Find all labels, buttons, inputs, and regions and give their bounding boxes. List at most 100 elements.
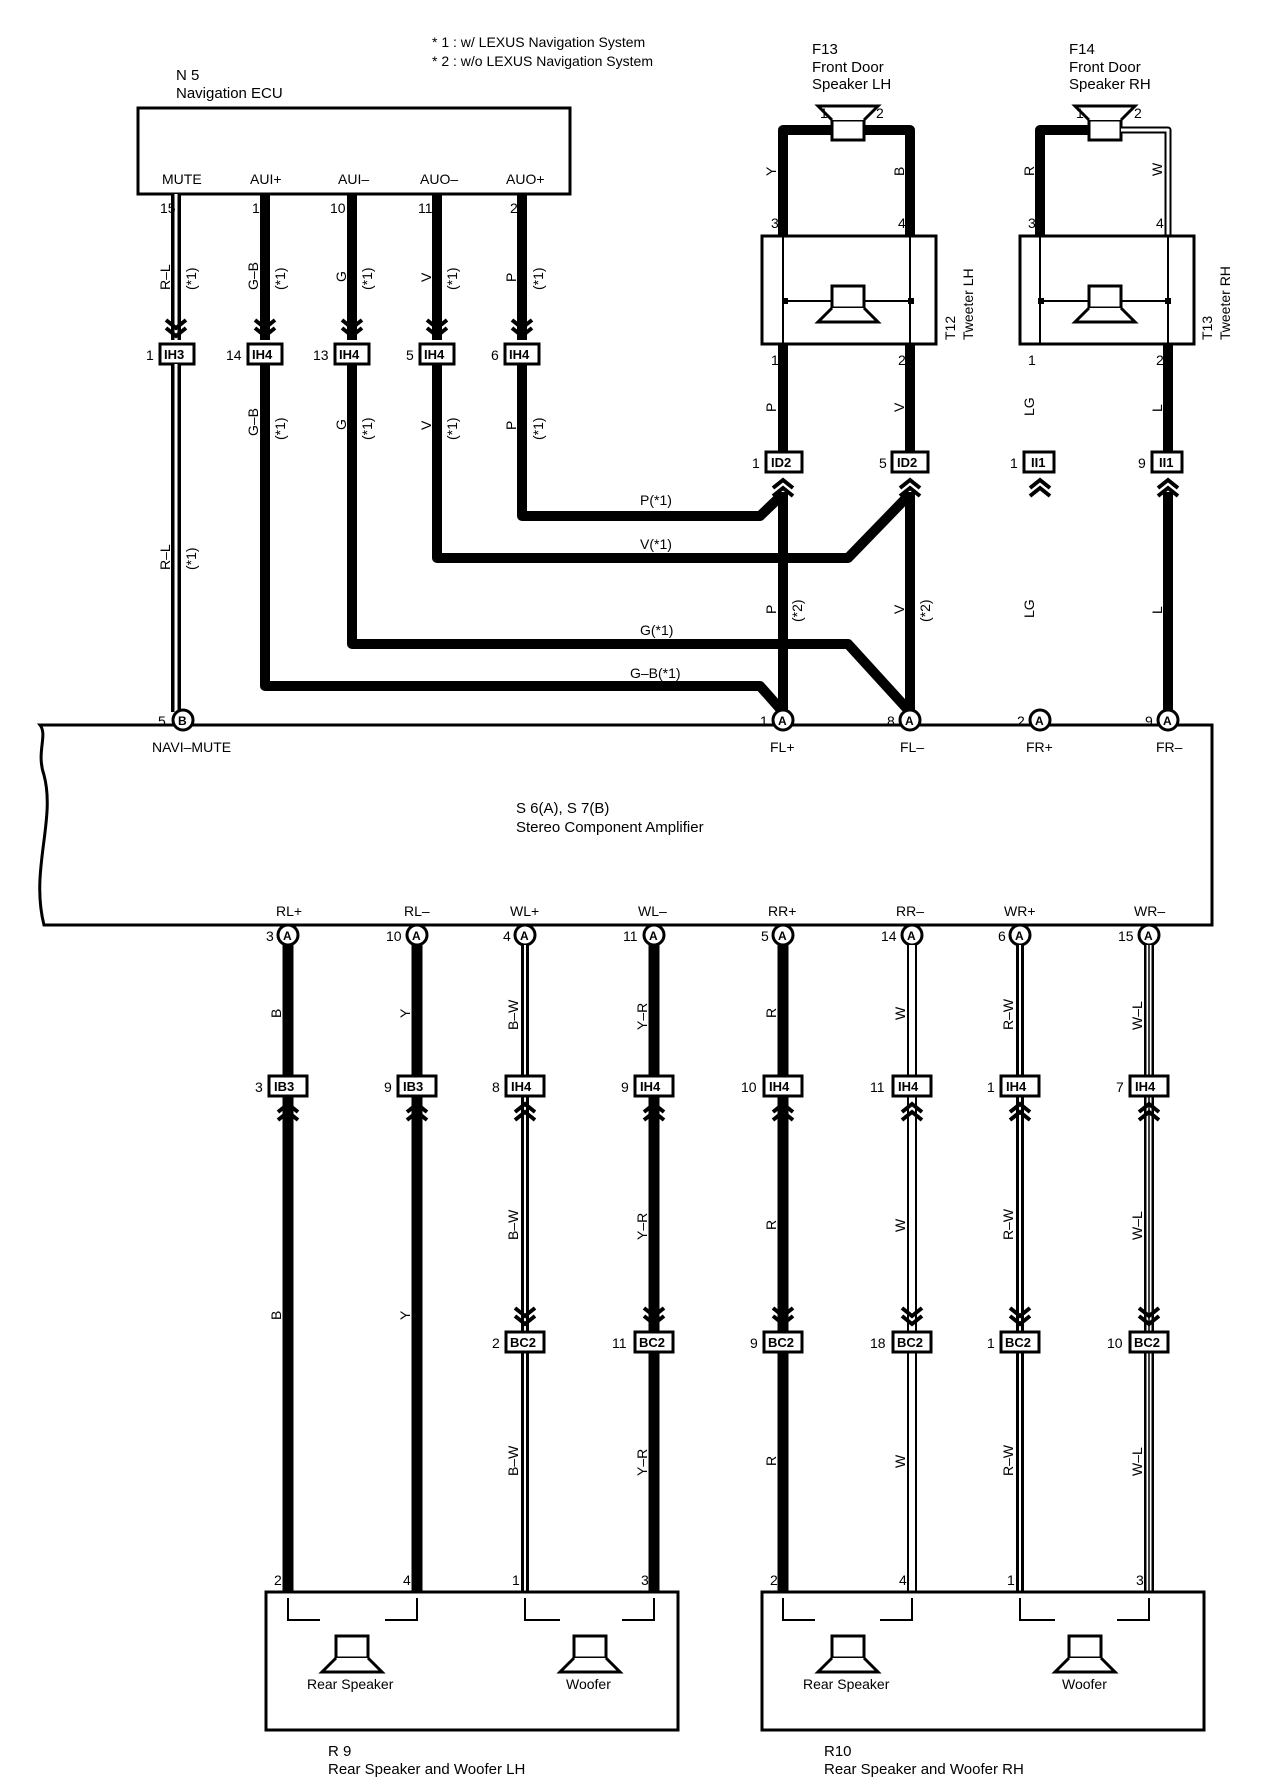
svg-text:FR–: FR– (1156, 739, 1183, 755)
svg-text:9: 9 (1145, 713, 1153, 729)
svg-text:1: 1 (1010, 455, 1018, 471)
f13-pin-1: 1 (820, 105, 828, 121)
svg-text:11: 11 (623, 928, 638, 944)
svg-text:R: R (763, 1008, 779, 1018)
svg-text:3: 3 (771, 215, 779, 231)
f14-labels: F14 Front Door Speaker RH (1069, 41, 1151, 93)
svg-text:3: 3 (255, 1079, 263, 1095)
amp-bottom-pins: A 3 A 10 A 4 A 11 A 5 A 14 A 6 A 15 (266, 923, 1161, 947)
svg-text:IH3: IH3 (164, 347, 184, 362)
svg-text:1: 1 (1028, 352, 1036, 368)
svg-text:IH4: IH4 (424, 347, 445, 362)
svg-text:9: 9 (621, 1079, 629, 1095)
rear-mid-chevrons (276, 1102, 1161, 1122)
svg-text:6: 6 (998, 928, 1006, 944)
rear-wire-colors-lower: B–W Y–R R W R–W W–L (505, 1444, 1145, 1476)
svg-text:4: 4 (899, 1572, 907, 1588)
t12-name: Tweeter LH (960, 268, 976, 340)
svg-text:B–W: B–W (505, 999, 521, 1030)
ecu-term-auo-minus: AUO– (420, 171, 458, 187)
svg-text:LG: LG (1021, 599, 1037, 618)
svg-text:2: 2 (770, 1572, 778, 1588)
svg-text:Speaker LH: Speaker LH (812, 76, 891, 93)
svg-text:10: 10 (386, 928, 402, 944)
ecu-term-mute: MUTE (162, 171, 202, 187)
svg-text:9: 9 (1138, 455, 1146, 471)
svg-text:A: A (778, 714, 787, 728)
svg-text:II1: II1 (1159, 455, 1173, 470)
t13-name: Tweeter RH (1217, 266, 1233, 340)
r9-name: Rear Speaker and Woofer LH (328, 1761, 525, 1778)
svg-text:A: A (520, 929, 529, 943)
svg-text:11: 11 (418, 200, 433, 216)
svg-text:R–L: R–L (157, 264, 173, 290)
svg-text:(*1): (*1) (530, 267, 546, 290)
ecu-wire-colors: R–L (*1) G–B (*1) G (*1) V (*1) P (*1) (157, 262, 546, 290)
mid-wires (171, 364, 914, 716)
svg-text:ID2: ID2 (771, 455, 791, 470)
svg-text:14: 14 (881, 928, 897, 944)
svg-text:(*1): (*1) (272, 417, 288, 440)
svg-text:IB3: IB3 (403, 1079, 423, 1094)
svg-text:R–L: R–L (157, 544, 173, 570)
nav-ecu-name: Navigation ECU (176, 85, 283, 102)
mid-wire-colors: G–B (*1) G (*1) V (*1) P (*1) R–L (*1) (157, 408, 546, 570)
svg-text:B: B (268, 1009, 284, 1018)
svg-text:5: 5 (761, 928, 769, 944)
svg-text:14: 14 (226, 347, 242, 363)
svg-text:11: 11 (612, 1335, 627, 1351)
svg-text:18: 18 (870, 1335, 886, 1351)
f13-wire-b: B (891, 167, 907, 176)
f14-wire-r: R (1021, 166, 1037, 176)
amp-top-pins: B 5 A 1 A 8 A 2 A 9 (158, 708, 1180, 732)
svg-text:WL+: WL+ (510, 903, 539, 919)
ecu-pin-numbers: 15 1 10 11 2 (160, 200, 518, 216)
svg-text:Front Door: Front Door (812, 59, 884, 76)
svg-text:Front Door: Front Door (1069, 59, 1141, 76)
amp-code: S 6(A), S 7(B) (516, 800, 609, 817)
svg-text:Y: Y (397, 1310, 413, 1320)
svg-text:(*2): (*2) (789, 599, 805, 622)
tweeter-wire-colors: P V LG L (763, 397, 1165, 416)
svg-text:IH4: IH4 (769, 1079, 790, 1094)
svg-text:V: V (891, 402, 907, 412)
svg-text:R–W: R–W (1000, 998, 1016, 1030)
rear-wires (282, 945, 1154, 1592)
svg-text:F14: F14 (1069, 41, 1095, 58)
t13-code: T13 (1199, 316, 1215, 340)
svg-text:(*1): (*1) (359, 267, 375, 290)
svg-text:P: P (763, 403, 779, 412)
svg-text:A: A (907, 929, 916, 943)
svg-text:1: 1 (771, 352, 779, 368)
svg-text:2: 2 (510, 200, 518, 216)
svg-text:Woofer: Woofer (566, 1676, 611, 1692)
svg-text:IB3: IB3 (274, 1079, 294, 1094)
svg-text:1: 1 (987, 1335, 995, 1351)
svg-text:FL–: FL– (900, 739, 924, 755)
svg-text:B: B (268, 1311, 284, 1320)
svg-text:2: 2 (274, 1572, 282, 1588)
r10-code: R10 (824, 1743, 852, 1760)
note-1: * 1 : w/ LEXUS Navigation System (432, 34, 645, 50)
svg-text:G–B(*1): G–B(*1) (630, 665, 681, 681)
svg-text:B: B (178, 714, 187, 728)
svg-text:BC2: BC2 (639, 1335, 665, 1350)
svg-text:G(*1): G(*1) (640, 622, 673, 638)
svg-text:P: P (503, 421, 519, 430)
svg-text:2: 2 (1017, 713, 1025, 729)
svg-text:IH4: IH4 (509, 347, 530, 362)
r10-name: Rear Speaker and Woofer RH (824, 1761, 1024, 1778)
top-connectors: IH3 1 IH4 14 IH4 13 IH4 5 IH4 6 (146, 342, 541, 366)
svg-text:RR–: RR– (896, 903, 924, 919)
svg-text:G: G (333, 419, 349, 430)
ecu-term-aui-plus: AUI+ (250, 171, 282, 187)
svg-text:15: 15 (1118, 928, 1134, 944)
svg-text:NAVI–MUTE: NAVI–MUTE (152, 739, 231, 755)
svg-text:W: W (892, 1454, 908, 1468)
svg-text:Y–R: Y–R (634, 1213, 650, 1240)
svg-text:IH4: IH4 (511, 1079, 532, 1094)
svg-text:IH4: IH4 (1006, 1079, 1027, 1094)
r9-box: Rear Speaker Woofer (264, 1590, 680, 1732)
svg-text:11: 11 (870, 1079, 885, 1095)
svg-text:LG: LG (1021, 397, 1037, 416)
